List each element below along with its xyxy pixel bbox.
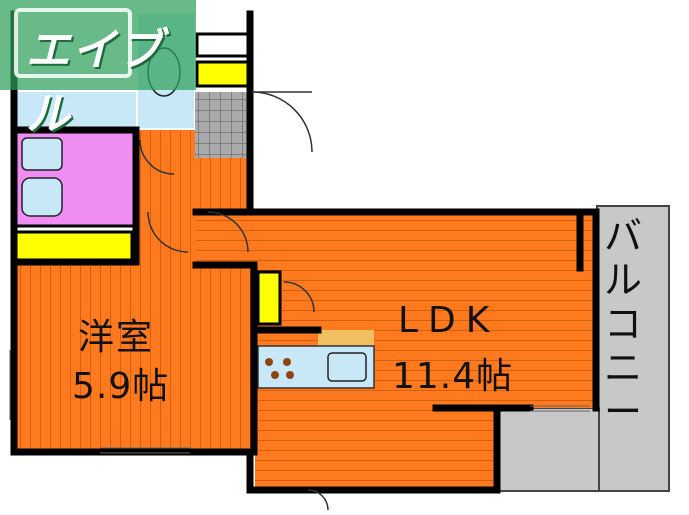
- bathroom: [14, 128, 136, 228]
- western-room-label: 洋室: [78, 317, 155, 358]
- logo-text: エイブル: [26, 25, 164, 140]
- balcony: [496, 205, 670, 492]
- storage-closets: [14, 32, 282, 326]
- ldk-floor: [196, 210, 596, 490]
- entrance-tile: [195, 92, 250, 158]
- western-room-size: 5.9帖: [72, 366, 170, 407]
- walls: [10, 10, 600, 494]
- kitchen: [257, 330, 375, 389]
- doors: [139, 91, 329, 511]
- logo: エイブル: [0, 0, 196, 140]
- western-room-floor: [14, 265, 254, 450]
- ldk-label: LDK: [398, 300, 500, 341]
- logo-frame: [14, 8, 132, 78]
- ldk-size: 11.4帖: [392, 356, 514, 397]
- windows: [9, 350, 590, 454]
- balcony-label: バルコニー: [603, 214, 642, 434]
- western-room-floor-upper: [138, 210, 196, 270]
